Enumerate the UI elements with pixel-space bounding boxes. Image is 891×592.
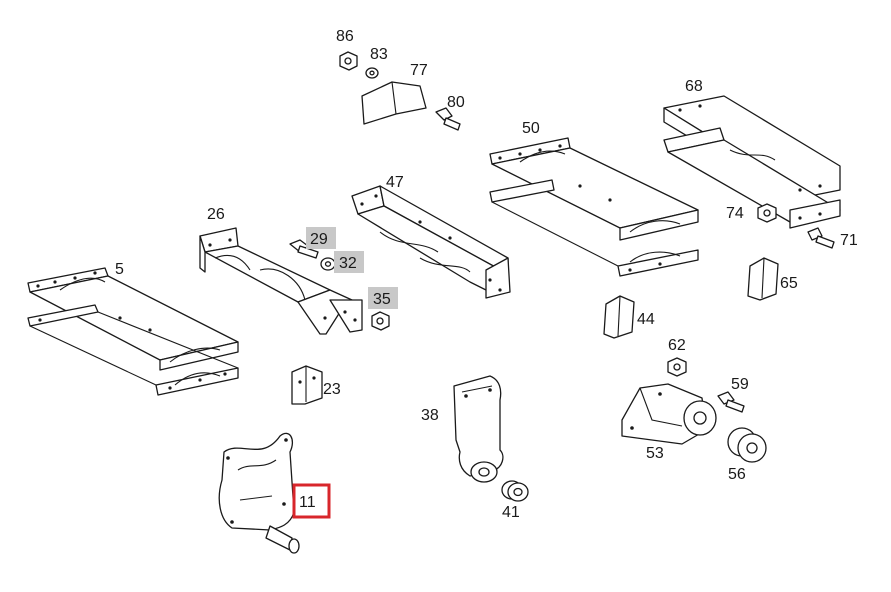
callout-32[interactable]: 32 (339, 255, 357, 272)
callout-5[interactable]: 5 (115, 261, 124, 278)
part-53-mount[interactable] (621, 383, 717, 445)
part-11-mount-bracket[interactable] (218, 432, 300, 554)
callout-62[interactable]: 62 (668, 337, 686, 354)
part-80-bolt[interactable] (435, 107, 461, 131)
callout-29-highlight (306, 227, 336, 249)
part-59-bolt[interactable] (717, 391, 745, 413)
callout-41[interactable]: 41 (502, 504, 520, 521)
callout-35-highlight (368, 287, 398, 309)
part-5-crossmember[interactable] (27, 267, 239, 396)
callout-68[interactable]: 68 (685, 78, 703, 95)
part-68-crossmember[interactable] (663, 95, 841, 229)
part-23-bracket[interactable] (291, 365, 323, 405)
callout-26[interactable]: 26 (207, 206, 225, 223)
callout-59[interactable]: 59 (731, 376, 749, 393)
part-35-nut[interactable] (371, 311, 390, 331)
part-41-bushing[interactable] (501, 480, 529, 502)
part-38-mount[interactable] (453, 375, 504, 483)
callout-35[interactable]: 35 (373, 291, 391, 308)
part-83-washer[interactable] (365, 67, 379, 79)
callout-23[interactable]: 23 (323, 381, 341, 398)
callout-74[interactable]: 74 (726, 205, 744, 222)
part-44-bracket[interactable] (603, 295, 635, 339)
part-86-nut[interactable] (339, 51, 358, 71)
part-50-crossmember[interactable] (489, 137, 699, 277)
part-47-crossmember[interactable] (351, 185, 511, 299)
callout-29[interactable]: 29 (310, 231, 328, 248)
callout-11[interactable]: 11 (299, 494, 316, 511)
callout-83[interactable]: 83 (370, 46, 388, 63)
part-71-bolt[interactable] (807, 227, 835, 249)
callout-47[interactable]: 47 (386, 174, 404, 191)
part-32-washer[interactable] (320, 257, 336, 271)
callout-50[interactable]: 50 (522, 120, 540, 137)
callout-11-selection-box (292, 483, 331, 519)
callout-71[interactable]: 71 (840, 232, 858, 249)
part-77-bracket[interactable] (361, 81, 427, 125)
callout-53[interactable]: 53 (646, 445, 664, 462)
callout-65[interactable]: 65 (780, 275, 798, 292)
part-62-nut[interactable] (667, 357, 687, 377)
part-65-bracket[interactable] (747, 257, 779, 301)
callout-44[interactable]: 44 (637, 311, 655, 328)
part-26-crossmember[interactable] (199, 227, 363, 335)
part-56-bushing[interactable] (727, 427, 767, 463)
callout-38[interactable]: 38 (421, 407, 439, 424)
callout-80[interactable]: 80 (447, 94, 465, 111)
part-74-nut[interactable] (757, 203, 777, 223)
callout-86[interactable]: 86 (336, 28, 354, 45)
callout-56[interactable]: 56 (728, 466, 746, 483)
callout-77[interactable]: 77 (410, 62, 428, 79)
callout-32-highlight (334, 251, 364, 273)
